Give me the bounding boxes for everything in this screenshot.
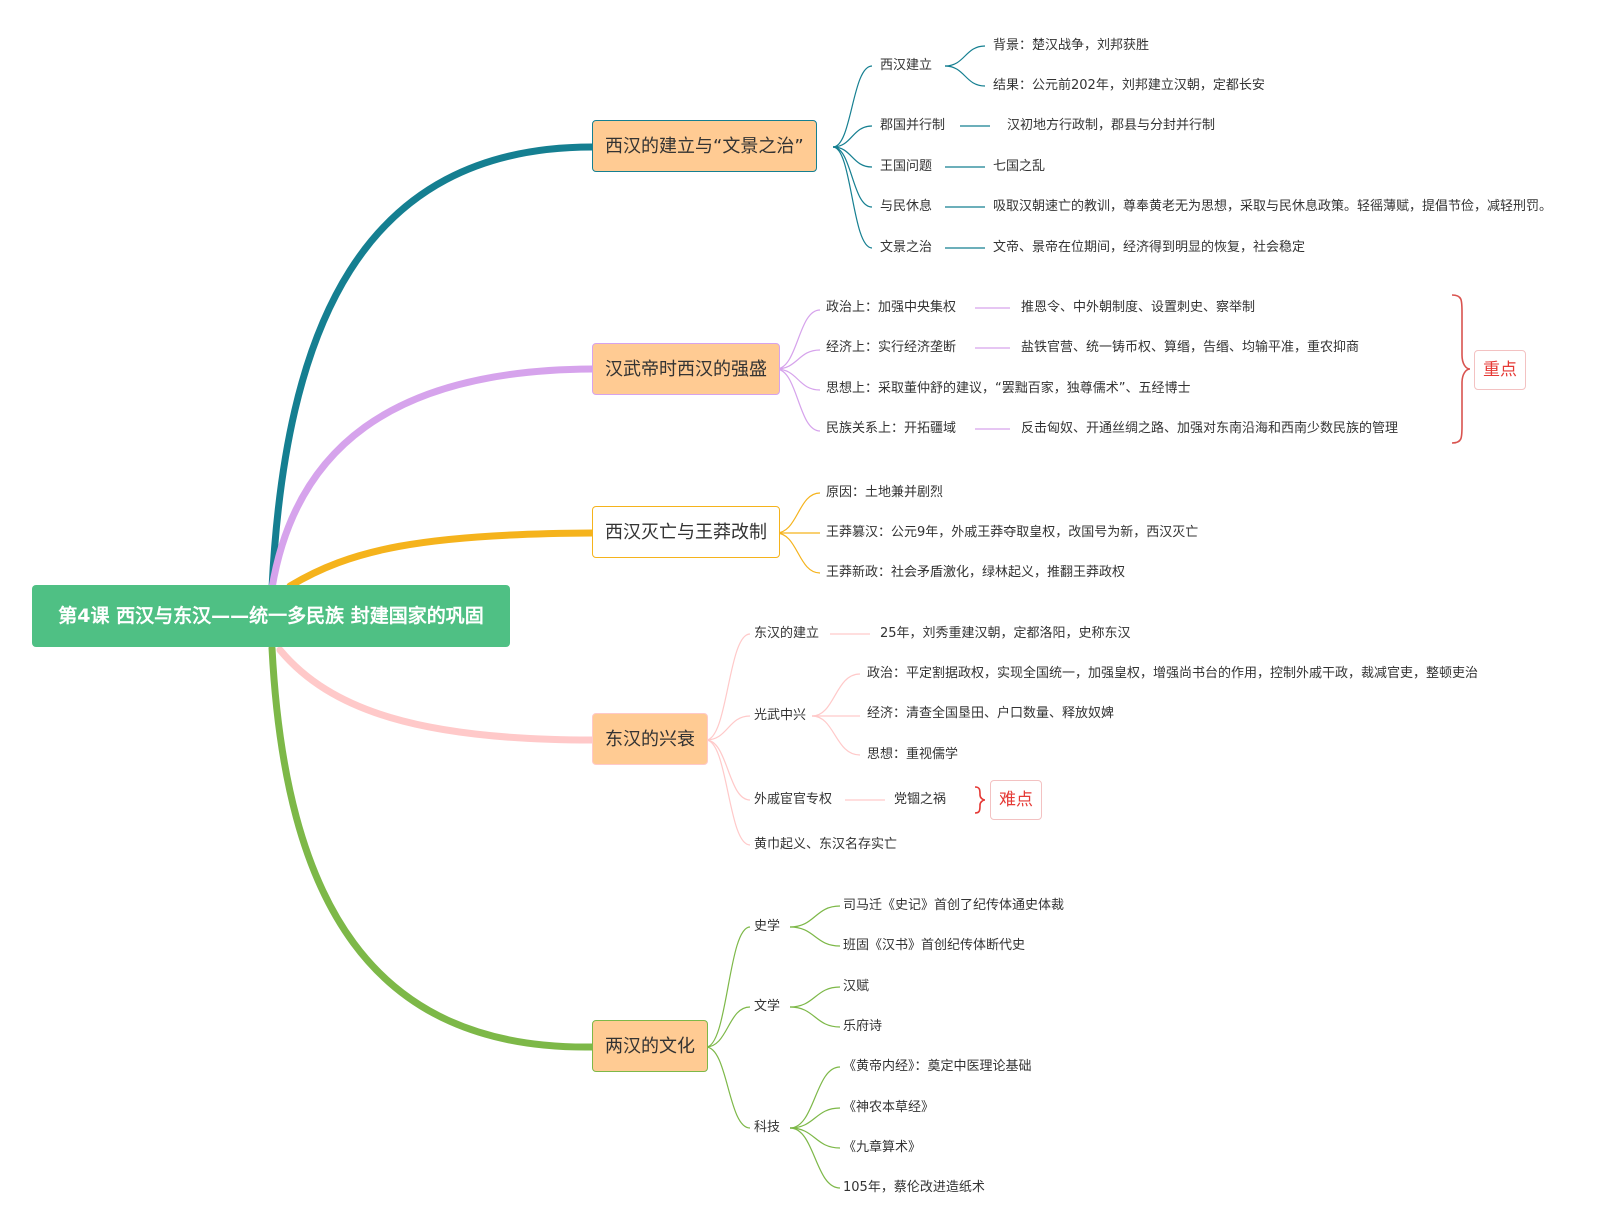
connectors-branch-2 xyxy=(775,307,1010,432)
node-huangdi-neijing[interactable]: 《黄帝内经》：奠定中医理论基础 xyxy=(843,1059,1032,1074)
root-topic[interactable]: 第4课 西汉与东汉——统一多民族 封建国家的巩固 xyxy=(32,585,510,647)
node-wang-mang-reform[interactable]: 王莽新政：社会矛盾激化，绿林起义，推翻王莽政权 xyxy=(826,565,1126,580)
connector-branch-1 xyxy=(268,143,596,592)
connectors-branch-1 xyxy=(832,45,990,249)
node-historiography[interactable]: 史学 xyxy=(754,919,781,934)
node-ethnic-relations[interactable]: 民族关系上：开拓疆域 xyxy=(826,421,957,436)
node-yuefu[interactable]: 乐府诗 xyxy=(843,1019,883,1034)
node-background[interactable]: 背景：楚汉战争，刘邦获胜 xyxy=(993,38,1150,53)
connectors-branch-3 xyxy=(775,492,821,574)
branch-emperor-wu[interactable]: 汉武帝时西汉的强盛 xyxy=(592,343,780,395)
node-eunuch-rule[interactable]: 外戚宦官专权 xyxy=(754,792,833,807)
node-guangwu-politics[interactable]: 政治：平定割据政权，实现全国统一，加强皇权，增强尚书台的作用，控制外戚干政，裁减… xyxy=(867,666,1479,681)
node-wang-mang-usurp[interactable]: 王莽篡汉：公元9年，外戚王莽夺取皇权，改国号为新，西汉灭亡 xyxy=(826,525,1199,540)
node-jiuzhang[interactable]: 《九章算术》 xyxy=(843,1140,922,1155)
connector-branch-4 xyxy=(276,646,596,744)
node-rest-detail[interactable]: 吸取汉朝速亡的教训，尊奉黄老无为思想，采取与民休息政策。轻徭薄赋，提倡节俭，减轻… xyxy=(993,199,1553,214)
node-hanshu[interactable]: 班固《汉书》首创纪传体断代史 xyxy=(843,938,1026,953)
node-guangwu-economy[interactable]: 经济：清查全国垦田、户口数量、释放奴婢 xyxy=(867,706,1115,721)
node-guangwu-thought[interactable]: 思想：重视儒学 xyxy=(867,747,959,762)
node-eastern-han-detail[interactable]: 25年，刘秀重建汉朝，定都洛阳，史称东汉 xyxy=(880,626,1131,641)
summary-brace-key xyxy=(1451,294,1471,444)
branch-eastern-han[interactable]: 东汉的兴衰 xyxy=(592,713,708,765)
node-kingdom-problem[interactable]: 王国问题 xyxy=(880,159,933,174)
connectors-branch-4 xyxy=(705,633,885,846)
node-economy-detail[interactable]: 盐铁官营、统一铸币权、算缗，告缗、均输平准，重农抑商 xyxy=(1021,340,1360,355)
node-partisan-prohibition[interactable]: 党锢之祸 xyxy=(894,792,947,807)
node-literature[interactable]: 文学 xyxy=(754,999,781,1014)
branch-western-han-fall[interactable]: 西汉灭亡与王莽改制 xyxy=(592,506,780,558)
node-economy[interactable]: 经济上：实行经济垄断 xyxy=(826,340,957,355)
branch-han-culture[interactable]: 两汉的文化 xyxy=(592,1020,708,1072)
node-politics[interactable]: 政治上：加强中央集权 xyxy=(826,300,957,315)
node-eastern-han-founded[interactable]: 东汉的建立 xyxy=(754,626,820,641)
connector-branch-5 xyxy=(268,644,596,1051)
summary-brace-hard xyxy=(974,786,986,814)
node-science[interactable]: 科技 xyxy=(754,1120,781,1135)
tag-key-point[interactable]: 重点 xyxy=(1474,350,1526,390)
node-han-fu[interactable]: 汉赋 xyxy=(843,979,870,994)
connectors-branch-5 xyxy=(705,905,841,1189)
node-western-han-founded[interactable]: 西汉建立 xyxy=(880,58,933,73)
node-cause[interactable]: 原因：土地兼并剧烈 xyxy=(826,485,944,500)
node-wenjing-rule[interactable]: 文景之治 xyxy=(880,240,933,255)
node-shiji[interactable]: 司马迁《史记》首创了纪传体通史体裁 xyxy=(843,898,1065,913)
node-commandery-detail[interactable]: 汉初地方行政制，郡县与分封并行制 xyxy=(1007,118,1216,133)
node-result[interactable]: 结果：公元前202年，刘邦建立汉朝，定都长安 xyxy=(993,78,1265,93)
node-wenjing-detail[interactable]: 文帝、景帝在位期间，经济得到明显的恢复，社会稳定 xyxy=(993,240,1306,255)
node-ethnic-detail[interactable]: 反击匈奴、开通丝绸之路、加强对东南沿海和西南少数民族的管理 xyxy=(1021,421,1399,436)
node-commandery-system[interactable]: 郡国并行制 xyxy=(880,118,946,133)
node-kingdom-detail[interactable]: 七国之乱 xyxy=(993,159,1046,174)
node-cai-lun[interactable]: 105年，蔡伦改进造纸术 xyxy=(843,1180,985,1195)
connector-branch-3 xyxy=(286,529,596,590)
connector-branch-2 xyxy=(268,365,596,592)
node-rest-with-people[interactable]: 与民休息 xyxy=(880,199,933,214)
tag-difficult-point[interactable]: 难点 xyxy=(990,780,1042,820)
node-thought[interactable]: 思想上：采取董仲舒的建议，“罢黜百家，独尊儒术”、五经博士 xyxy=(826,381,1191,396)
node-guangwu-revival[interactable]: 光武中兴 xyxy=(754,708,807,723)
branch-western-han-founding[interactable]: 西汉的建立与“文景之治” xyxy=(592,120,817,172)
node-shennong[interactable]: 《神农本草经》 xyxy=(843,1100,935,1115)
node-politics-detail[interactable]: 推恩令、中外朝制度、设置刺史、察举制 xyxy=(1021,300,1256,315)
node-yellow-turban[interactable]: 黄巾起义、东汉名存实亡 xyxy=(754,837,898,852)
